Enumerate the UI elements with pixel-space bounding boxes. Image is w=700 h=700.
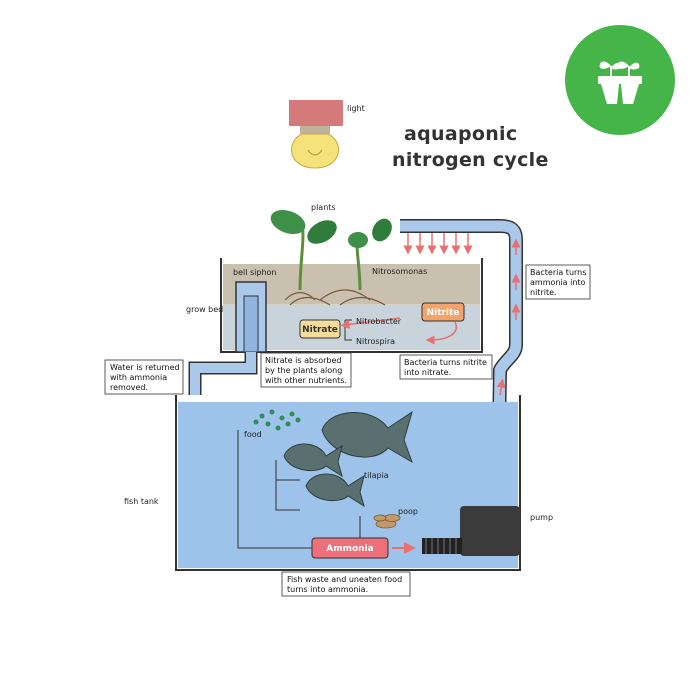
label-food: food <box>244 430 262 439</box>
plant-seedling-icon <box>598 61 642 104</box>
svg-text:nitrite.: nitrite. <box>530 288 557 297</box>
connector-lines <box>237 319 361 549</box>
brand-badge <box>565 25 675 135</box>
label-bell-siphon: bell siphon <box>233 268 277 277</box>
svg-text:Water is returned: Water is returned <box>110 363 180 372</box>
callout-bacteria-nitrite: Bacteria turns nitrite into nitrate. <box>399 354 493 380</box>
callout-water-return: Water is returned with ammonia removed. <box>104 359 184 395</box>
label-plants: plants <box>311 203 336 212</box>
ammonia-box: Ammonia <box>311 537 389 559</box>
nitrite-box: Nitrite <box>421 302 465 322</box>
label-light: light <box>347 104 365 113</box>
label-fish-tank: fish tank <box>124 497 159 506</box>
nitrate-box: Nitrate <box>299 319 341 339</box>
label-pump: pump <box>530 513 553 522</box>
pump <box>422 506 520 556</box>
plants <box>270 209 392 306</box>
svg-text:by the plants along: by the plants along <box>265 366 342 375</box>
title-line1: aquaponic <box>404 123 517 145</box>
ammonia-label: Ammonia <box>326 544 373 554</box>
svg-text:ammonia into: ammonia into <box>530 278 586 287</box>
label-nitrobacter: Nitrobacter <box>356 317 402 326</box>
svg-text:turns into ammonia.: turns into ammonia. <box>287 585 368 594</box>
callout-fish-waste: Fish waste and uneaten food turns into a… <box>281 571 411 597</box>
svg-text:Nitrate is absorbed: Nitrate is absorbed <box>265 356 341 365</box>
svg-text:removed.: removed. <box>110 383 148 392</box>
callout-bacteria-ammonia: Bacteria turns ammonia into nitrite. <box>525 264 591 300</box>
bell-siphon <box>235 281 267 353</box>
label-grow-bed: grow bed <box>186 305 223 314</box>
lamp <box>289 100 343 169</box>
poop <box>373 514 401 529</box>
label-nitrosomonas: Nitrosomonas <box>372 267 427 276</box>
svg-text:Fish waste and uneaten food: Fish waste and uneaten food <box>287 575 402 584</box>
svg-text:with other nutrients.: with other nutrients. <box>265 376 347 385</box>
label-poop: poop <box>398 507 418 516</box>
svg-text:Bacteria turns nitrite: Bacteria turns nitrite <box>404 358 487 367</box>
svg-text:into nitrate.: into nitrate. <box>404 368 451 377</box>
title-line2: nitrogen cycle <box>392 149 549 171</box>
drain-pipe <box>188 352 258 395</box>
callout-nitrate-absorbed: Nitrate is absorbed by the plants along … <box>260 352 352 388</box>
food-pellets <box>253 409 301 431</box>
nitrate-label: Nitrate <box>302 325 338 335</box>
nitrite-label: Nitrite <box>427 308 460 318</box>
label-nitrospira: Nitrospira <box>356 337 395 346</box>
svg-text:Bacteria turns: Bacteria turns <box>530 268 586 277</box>
pump-pipe <box>400 219 523 501</box>
fish <box>283 410 413 508</box>
svg-text:with ammonia: with ammonia <box>110 373 167 382</box>
water-spray <box>403 230 473 255</box>
label-tilapia: tilapia <box>364 471 389 480</box>
